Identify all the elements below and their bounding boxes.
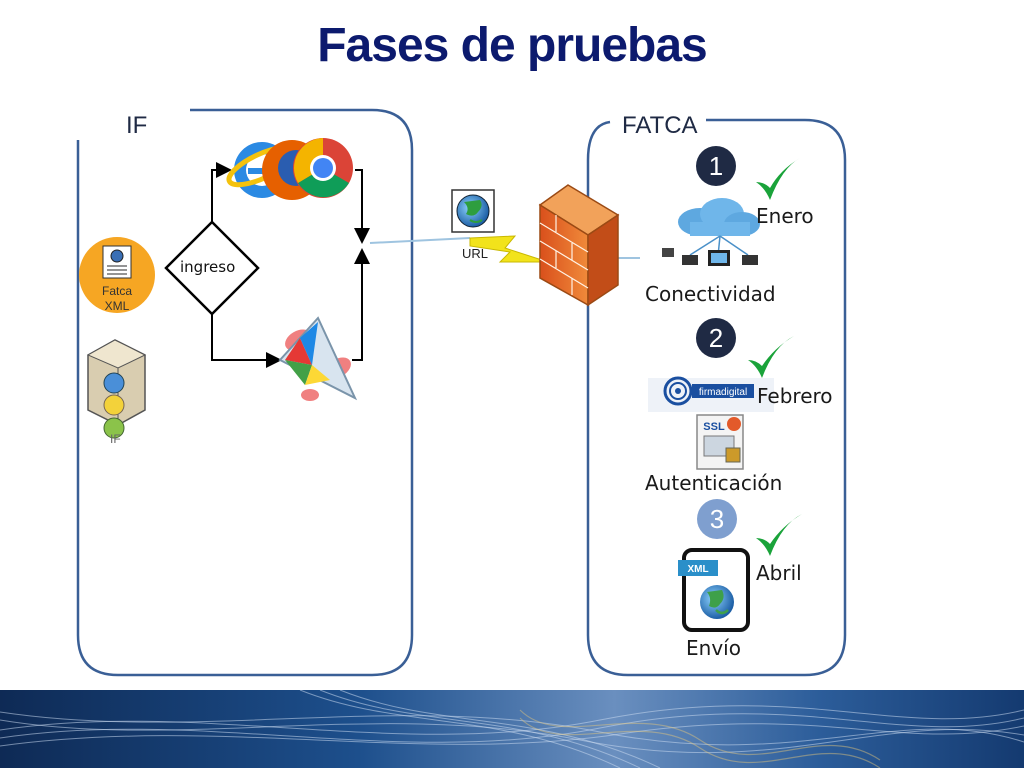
lightning-icon: [469, 235, 549, 263]
flow-line-up: [211, 162, 232, 222]
ssl-icon-text: SSL: [703, 421, 725, 433]
fatca-panel-border: [586, 118, 847, 677]
flow-line-down: [211, 314, 282, 368]
network-line: [369, 237, 471, 244]
firewall-icon: [538, 184, 620, 307]
month-label-3: Abril: [756, 561, 802, 585]
if-panel-border: [76, 108, 414, 677]
check-icon-1: [756, 158, 800, 200]
month-label-1: Enero: [756, 204, 814, 228]
page-title: Fases de pruebas: [317, 19, 708, 72]
month-label-2: Febrero: [757, 384, 833, 408]
step-label-envio: Envío: [686, 636, 741, 660]
url-label: URL: [462, 246, 489, 261]
decision-label: ingreso: [180, 258, 236, 276]
desktop-app-icon: [278, 316, 358, 401]
ssl-certificate-icon: SSL: [696, 414, 744, 470]
browser-icons: [226, 138, 353, 200]
flow-line-browsers-out: [354, 169, 370, 244]
step-badge-3: 3: [697, 499, 737, 539]
server-icon: [86, 339, 147, 439]
fatca-xml-file-icon: [79, 237, 155, 313]
step-badge-1: 1: [696, 146, 736, 186]
xml-tag-text: XML: [687, 564, 708, 575]
globe-icon: [451, 189, 495, 233]
firmadigital-logo-text: firmadigital: [699, 387, 747, 398]
fatca-xml-label: Fatca XML: [101, 284, 132, 313]
cloud-network-icon: [662, 198, 760, 266]
step-badge-2: 2: [696, 318, 736, 358]
fatca-panel-label: FATCA: [614, 112, 706, 140]
server-label: IF: [110, 432, 121, 446]
flow-line-app-out: [352, 248, 370, 361]
xml-file-globe-icon: XML: [678, 548, 750, 632]
firmadigital-logo: firmadigital: [648, 376, 774, 412]
decorative-footer-band: [0, 690, 1024, 768]
check-icon-3: [756, 514, 802, 556]
check-icon-2: [748, 336, 794, 378]
if-panel-label: IF: [118, 112, 156, 140]
step-label-conectividad: Conectividad: [645, 282, 776, 306]
step-label-autenticacion: Autenticación: [645, 471, 783, 495]
